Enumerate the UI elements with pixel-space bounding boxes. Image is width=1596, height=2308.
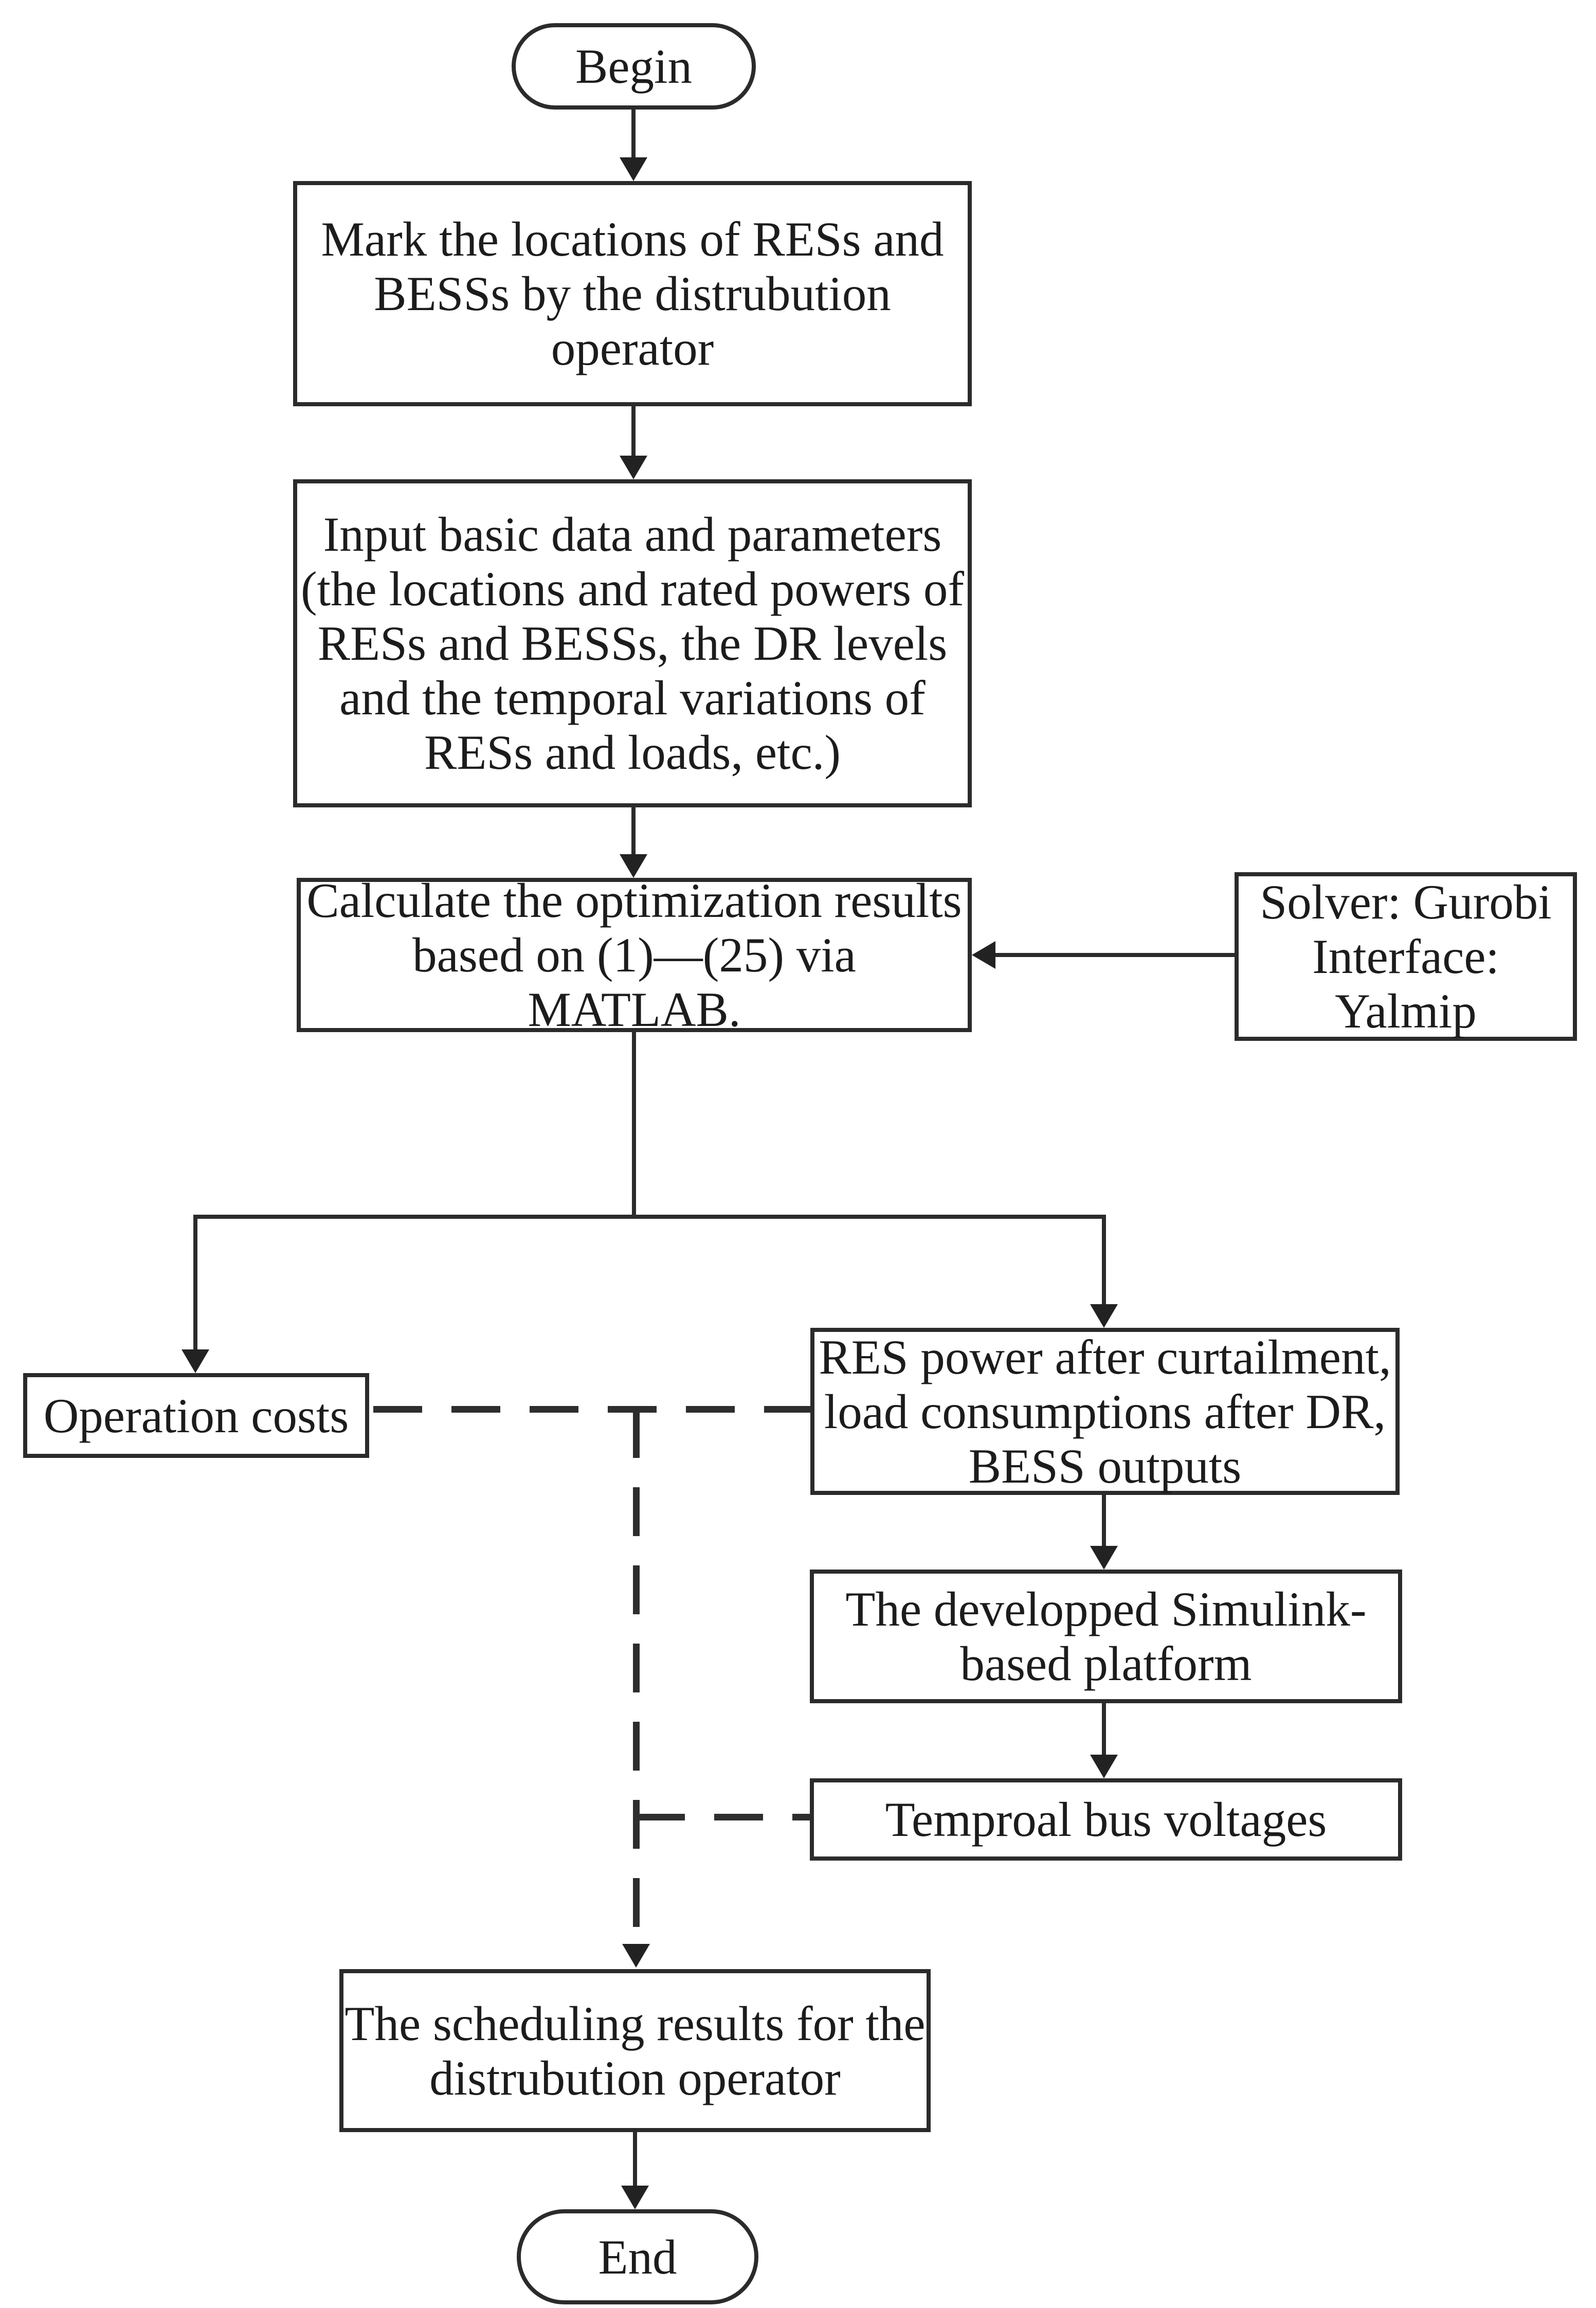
node-simulink-platform-label: The developped Simulink- based platform xyxy=(845,1582,1367,1691)
node-calculate-optimization: Calculate the optimization results based… xyxy=(297,873,972,1037)
node-res-outputs-label: RES power after curtailment, load consum… xyxy=(819,1329,1391,1493)
node-operation-costs: Operation costs xyxy=(23,1373,369,1458)
arrow-down-icon xyxy=(622,1944,650,1968)
node-mark-locations: Mark the locations of RESs and BESSs by … xyxy=(293,181,972,406)
node-calculate-optimization-label: Calculate the optimization results based… xyxy=(306,873,962,1037)
dashed-connector-operation-res xyxy=(373,1406,810,1413)
node-begin-label: Begin xyxy=(575,39,692,94)
arrow-down-icon xyxy=(620,854,647,878)
node-simulink-platform: The developped Simulink- based platform xyxy=(810,1570,1402,1703)
node-scheduling-results: The scheduling results for the distrubut… xyxy=(339,1969,931,2132)
node-operation-costs-label: Operation costs xyxy=(43,1388,349,1443)
arrow-down-icon xyxy=(1090,1546,1118,1570)
arrow-down-icon xyxy=(620,456,647,479)
node-bus-voltages: Temproal bus voltages xyxy=(810,1778,1402,1861)
arrow-down-icon xyxy=(621,2186,649,2209)
connector-res-simulink xyxy=(1102,1495,1106,1547)
connector-simulink-bus-voltages xyxy=(1102,1703,1106,1756)
node-mark-locations-label: Mark the locations of RESs and BESSs by … xyxy=(321,212,944,375)
node-input-data-label: Input basic data and parameters (the loc… xyxy=(301,507,964,780)
connector-scheduling-end xyxy=(633,2132,637,2187)
arrow-left-icon xyxy=(972,941,995,969)
connector-branch-operation-costs xyxy=(193,1215,197,1350)
arrow-down-icon xyxy=(620,157,647,181)
node-solver-interface-label: Solver: Gurobi Interface: Yalmip xyxy=(1260,875,1552,1038)
node-begin: Begin xyxy=(512,23,756,110)
connector-calculate-branch xyxy=(632,1032,636,1217)
connector-solver-calculate xyxy=(994,953,1235,957)
node-bus-voltages-label: Temproal bus voltages xyxy=(885,1792,1327,1847)
connector-input-calculate xyxy=(631,807,636,855)
node-solver-interface: Solver: Gurobi Interface: Yalmip xyxy=(1235,872,1577,1041)
node-end-label: End xyxy=(598,2229,677,2284)
dashed-connector-junction-scheduling xyxy=(633,1409,640,1944)
branch-horizontal-line xyxy=(195,1215,1106,1219)
connector-branch-res-outputs xyxy=(1102,1215,1106,1305)
arrow-down-icon xyxy=(1090,1755,1118,1778)
connector-mark-input xyxy=(631,406,636,457)
node-input-data: Input basic data and parameters (the loc… xyxy=(293,479,972,807)
arrow-down-icon xyxy=(182,1349,209,1373)
dashed-connector-bus-voltages-junction xyxy=(636,1814,810,1820)
node-scheduling-results-label: The scheduling results for the distrubut… xyxy=(344,1996,926,2105)
connector-begin-mark xyxy=(631,109,636,158)
node-end: End xyxy=(517,2209,758,2304)
node-res-outputs: RES power after curtailment, load consum… xyxy=(810,1328,1400,1495)
arrow-down-icon xyxy=(1090,1304,1118,1328)
